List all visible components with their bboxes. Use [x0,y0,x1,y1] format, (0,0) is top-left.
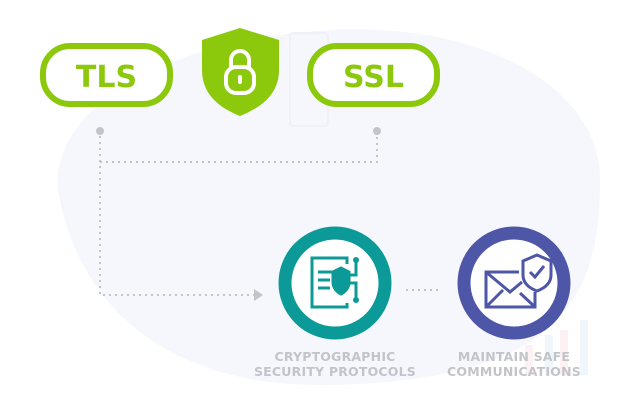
envelope-shield-check-icon [484,253,553,309]
connector-lines [99,136,442,296]
connector-dot-tls [96,127,104,135]
tls-node: TLS [40,43,173,107]
tls-label: TLS [76,60,137,95]
safe-label-line2: COMMUNICATIONS [447,364,581,379]
connector-dot-ssl [373,127,381,135]
safe-node: MAINTAIN SAFE COMMUNICATIONS [447,226,581,379]
crypto-label-line1: CRYPTOGRAPHIC [274,349,395,364]
crypto-node: CRYPTOGRAPHIC SECURITY PROTOCOLS [254,226,416,379]
crypto-label-line2: SECURITY PROTOCOLS [254,364,416,379]
safe-label-line1: MAINTAIN SAFE [458,349,570,364]
document-shield-network-icon [310,256,358,309]
ssl-label: SSL [343,60,404,95]
background-bars [525,320,588,375]
ssl-node: SSL [307,43,440,107]
arrow-head-icon [254,289,263,301]
shield-lock-icon [202,28,279,116]
